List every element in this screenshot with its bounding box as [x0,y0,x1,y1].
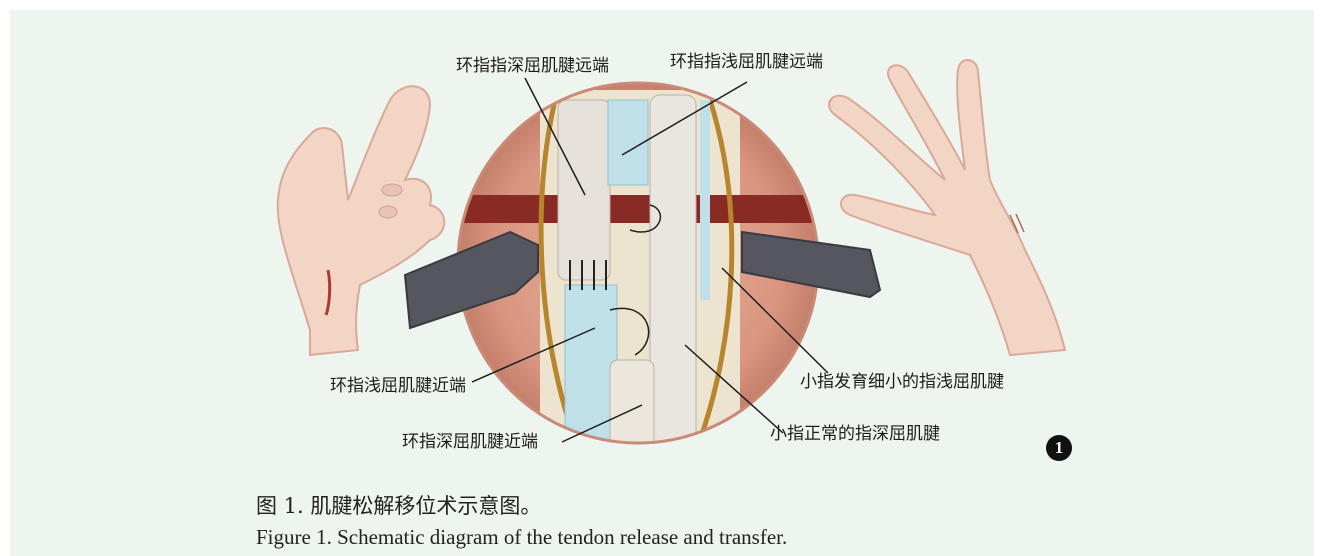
figure-caption-chinese: 图 1. 肌腱松解移位术示意图。 [256,490,541,520]
figure-number-marker: 1 [1046,435,1072,461]
label-little-fdp-normal: 小指正常的指深屈肌腱 [770,424,940,444]
label-ring-fds-distal: 环指指浅屈肌腱远端 [670,52,823,72]
figure-caption-english: Figure 1. Schematic diagram of the tendo… [256,525,787,550]
label-little-fds-hypoplastic: 小指发育细小的指浅屈肌腱 [800,372,1004,392]
label-ring-fdp-distal: 环指指深屈肌腱远端 [456,56,609,76]
right-hand-illustration [829,60,1065,355]
label-ring-fds-proximal: 环指浅屈肌腱近端 [330,376,466,396]
label-ring-fdp-proximal: 环指深屈肌腱近端 [402,432,538,452]
figure-panel: 环指指深屈肌腱远端 环指指浅屈肌腱远端 环指浅屈肌腱近端 环指深屈肌腱近端 小指… [10,10,1314,556]
surgical-illustration [10,10,1314,556]
